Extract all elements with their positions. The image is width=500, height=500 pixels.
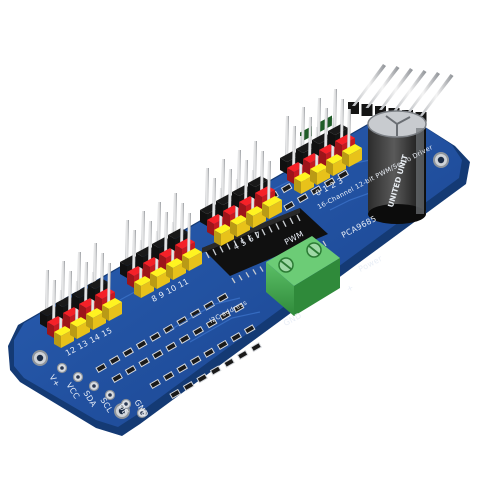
smd-resistor (283, 200, 295, 212)
smd-resistor (124, 365, 137, 376)
smd-resistor (95, 362, 107, 374)
smd-resistor (176, 316, 188, 327)
smd-resistor (203, 300, 215, 311)
smd-resistor (243, 324, 256, 335)
smd-resistor (122, 347, 134, 358)
smd-resistor (182, 381, 195, 392)
edge-pads (56, 362, 148, 419)
smd-resistor (169, 388, 181, 400)
side-header-pin[interactable] (375, 106, 386, 118)
smd-resistor (108, 355, 121, 366)
servo-header-banks[interactable] (40, 89, 362, 348)
smd-resistor (189, 355, 202, 366)
smd-resistor (209, 365, 222, 376)
smd-resistor (205, 318, 218, 329)
smd-resistor (323, 177, 336, 188)
side-header-pin[interactable] (361, 104, 373, 116)
smd-resistor (223, 357, 235, 368)
smd-resistor (216, 292, 229, 303)
smd-resistor (236, 349, 249, 361)
smd-resistor (149, 331, 161, 342)
smd-resistor (149, 378, 161, 390)
smd-resistor (135, 339, 148, 350)
smd-resistor (138, 357, 150, 368)
side-header-pin[interactable] (348, 102, 359, 114)
smd-resistor (189, 308, 202, 319)
smd-resistor (162, 371, 175, 382)
smd-resistor (162, 323, 175, 335)
smd-resistor (230, 332, 242, 343)
power-screw-terminal[interactable] (266, 115, 340, 316)
servo-header-block[interactable] (182, 248, 202, 259)
smd-resistor (192, 326, 204, 337)
smd-resistor (196, 373, 208, 384)
servo-header-block[interactable] (262, 196, 282, 207)
smd-resistor (232, 302, 245, 313)
servo-header-block[interactable] (102, 298, 122, 309)
smd-resistor (203, 347, 215, 358)
smd-resistor (219, 310, 231, 321)
smd-resistor (280, 183, 293, 194)
smd-resistor (250, 342, 262, 353)
smd-resistor (151, 349, 164, 360)
servo-header-block[interactable] (342, 144, 362, 155)
smd-resistor (216, 339, 229, 351)
smd-resistor (178, 333, 191, 345)
smd-resistor (310, 185, 322, 196)
smd-resistor (337, 169, 349, 180)
smd-resistor (165, 341, 177, 352)
smd-resistor (296, 193, 309, 204)
smd-resistor (176, 363, 188, 374)
smd-resistor (111, 372, 123, 384)
electrolytic-capacitor (367, 110, 427, 224)
